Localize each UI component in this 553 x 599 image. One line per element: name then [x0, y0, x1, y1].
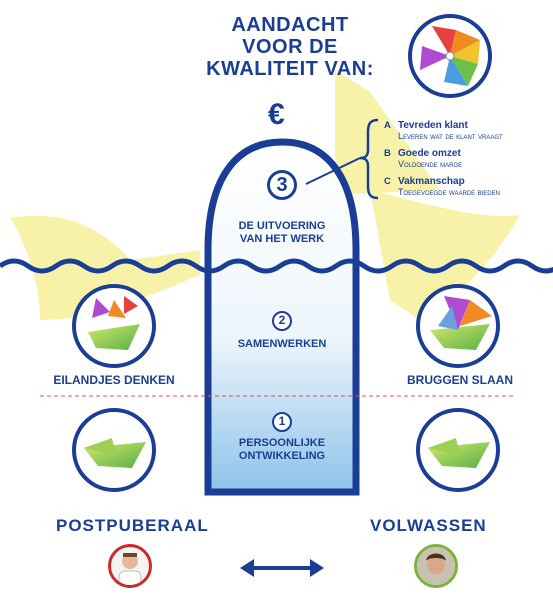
paper-boat-left-image [72, 408, 156, 492]
quality-title: Tevreden klant [398, 120, 468, 131]
paper-boat-right-image [416, 408, 500, 492]
quality-item-a: A Tevreden klant Leveren wat de klant vr… [384, 120, 552, 142]
avatar-postpuberaal [108, 544, 152, 588]
bruggen-image [416, 284, 500, 368]
quality-item-b: B Goede omzet Voldoende marge [384, 148, 552, 170]
step-1-line-1: PERSOONLIJKE [238, 437, 326, 449]
quality-subtitle: Leveren wat de klant vraagt [398, 131, 503, 141]
side-label-left: EILANDJES DENKEN [53, 373, 175, 387]
quality-subtitle: Voldoende marge [398, 159, 463, 169]
quality-letter: A [384, 120, 391, 131]
title-line-3: KWALITEIT VAN: [206, 58, 374, 80]
quality-item-c: C Vakmanschap Toegevoegde waarde bieden [384, 176, 552, 198]
quality-title: Vakmanschap [398, 176, 465, 187]
quality-subtitle: Toegevoegde waarde bieden [398, 187, 500, 197]
quality-letter: B [384, 148, 391, 159]
step-1-line-2: ONTWIKKELING [238, 450, 326, 462]
yellow-swoosh-background [10, 70, 520, 320]
step-3-line-1: DE UITVOERING [238, 220, 326, 232]
euro-symbol: € [268, 98, 285, 131]
title-line-1: AANDACHT [231, 14, 349, 36]
step-3-line-2: VAN HET WERK [239, 233, 325, 245]
bottom-label-left: POSTPUBERAAL [56, 516, 209, 535]
quality-title: Goede omzet [398, 148, 461, 159]
step-1-label: PERSOONLIJKE ONTWIKKELING [212, 437, 352, 463]
double-arrow-icon [240, 559, 324, 577]
eilandjes-image [72, 284, 156, 368]
quality-list: A Tevreden klant Leveren wat de klant vr… [384, 120, 552, 204]
page-title: AANDACHT VOOR DE KWALITEIT VAN: [200, 14, 380, 80]
step-1-number: 1 [272, 412, 292, 432]
side-label-right: BRUGGEN SLAAN [406, 373, 513, 387]
brace-pointer [305, 157, 361, 185]
water-wave [0, 258, 553, 274]
step-2-label: SAMENWERKEN [237, 338, 327, 350]
step-3-label: DE UITVOERING VAN HET WERK [212, 220, 352, 246]
avatar-volwassen [414, 544, 458, 588]
step-3-number: 3 [267, 170, 297, 200]
step-2-number: 2 [272, 311, 292, 331]
bottom-label-right: VOLWASSEN [370, 516, 487, 535]
person-icon [118, 553, 142, 585]
person-icon [417, 547, 455, 585]
pinwheel-icon [408, 14, 492, 98]
quality-letter: C [384, 176, 391, 187]
title-line-2: VOOR DE [242, 36, 338, 58]
